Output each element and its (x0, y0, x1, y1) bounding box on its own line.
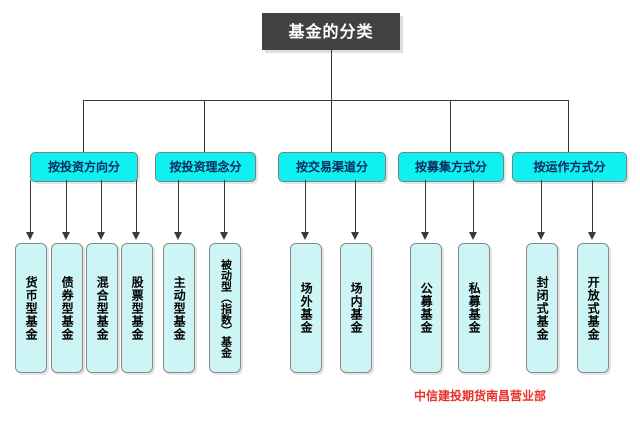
leaf-box-equity-fund[interactable]: 股票型基金 (121, 243, 153, 373)
category-label-2: 按投资理念分 (169, 160, 242, 174)
connector-arrow-head-7 (300, 232, 309, 240)
connector-arrow-line-7 (305, 180, 306, 235)
leaf-label-8: 场内基金 (349, 282, 364, 334)
connector-bus-drop-2 (204, 100, 205, 152)
connector-arrow-line-11 (541, 180, 542, 235)
connector-arrow-head-6 (219, 232, 228, 240)
connector-arrow-line-1 (30, 180, 31, 235)
leaf-label-4: 股票型基金 (130, 275, 145, 341)
root-node-fund-classification: 基金的分类 (262, 13, 400, 50)
connector-arrow-head-4 (131, 232, 140, 240)
category-box-investment-direction[interactable]: 按投资方向分 (30, 152, 138, 182)
connector-arrow-line-9 (425, 180, 426, 235)
leaf-label-12: 开放式基金 (586, 275, 601, 341)
connector-arrow-head-1 (25, 232, 34, 240)
connector-horizontal-bus (83, 100, 568, 101)
category-box-trading-channel[interactable]: 按交易渠道分 (278, 152, 386, 182)
category-label-3: 按交易渠道分 (295, 160, 368, 174)
leaf-box-public-fund[interactable]: 公募基金 (410, 243, 442, 373)
leaf-box-open-end-fund[interactable]: 开放式基金 (577, 243, 609, 373)
connector-arrow-line-6 (224, 180, 225, 235)
leaf-box-private-fund[interactable]: 私募基金 (458, 243, 490, 373)
leaf-box-money-market-fund[interactable]: 货币型基金 (15, 243, 47, 373)
connector-arrow-head-11 (536, 232, 545, 240)
connector-arrow-line-4 (136, 180, 137, 235)
leaf-label-3: 混合型基金 (95, 275, 110, 341)
leaf-box-exchange-traded-fund[interactable]: 场内基金 (340, 243, 372, 373)
connector-bus-drop-3 (331, 100, 332, 152)
connector-arrow-line-10 (473, 180, 474, 235)
root-node-label: 基金的分类 (288, 21, 374, 41)
category-box-operation-method[interactable]: 按运作方式分 (512, 152, 627, 182)
leaf-label-5: 主动型基金 (172, 275, 187, 341)
leaf-box-active-fund[interactable]: 主动型基金 (163, 243, 195, 373)
category-box-investment-philosophy[interactable]: 按投资理念分 (155, 152, 256, 182)
connector-arrow-head-8 (350, 232, 359, 240)
category-label-5: 按运作方式分 (533, 160, 606, 174)
leaf-label-7: 场外基金 (299, 282, 314, 334)
leaf-label-2: 债券型基金 (60, 275, 75, 341)
connector-arrow-head-3 (96, 232, 105, 240)
leaf-box-hybrid-fund[interactable]: 混合型基金 (86, 243, 118, 373)
footer-branch-name: 中信建投期货南昌营业部 (414, 389, 547, 403)
connector-bus-drop-5 (568, 100, 569, 152)
category-box-fundraising-method[interactable]: 按募集方式分 (398, 152, 504, 182)
connector-arrow-line-5 (178, 180, 179, 235)
category-label-4: 按募集方式分 (414, 160, 487, 174)
connector-arrow-head-9 (420, 232, 429, 240)
leaf-box-bond-fund[interactable]: 债券型基金 (51, 243, 83, 373)
leaf-label-1: 货币型基金 (24, 275, 39, 341)
category-label-1: 按投资方向分 (47, 160, 120, 174)
leaf-box-otc-fund[interactable]: 场外基金 (290, 243, 322, 373)
connector-arrow-line-12 (592, 180, 593, 235)
leaf-box-passive-index-fund[interactable]: 被动型（指数）基金 (209, 243, 241, 373)
connector-arrow-head-12 (587, 232, 596, 240)
leaf-box-closed-end-fund[interactable]: 封闭式基金 (526, 243, 558, 373)
connector-arrow-head-10 (468, 232, 477, 240)
leaf-label-11: 封闭式基金 (535, 275, 550, 341)
connector-bus-drop-1 (83, 100, 84, 152)
connector-arrow-head-2 (61, 232, 70, 240)
connector-bus-drop-4 (450, 100, 451, 152)
connector-arrow-line-3 (101, 180, 102, 235)
leaf-label-9: 公募基金 (419, 282, 434, 334)
connector-arrow-head-5 (173, 232, 182, 240)
connector-arrow-line-8 (355, 180, 356, 235)
leaf-label-6: 被动型（指数）基金 (219, 258, 233, 358)
connector-arrow-line-2 (66, 180, 67, 235)
connector-trunk-vertical (331, 50, 332, 101)
leaf-label-10: 私募基金 (467, 282, 482, 334)
